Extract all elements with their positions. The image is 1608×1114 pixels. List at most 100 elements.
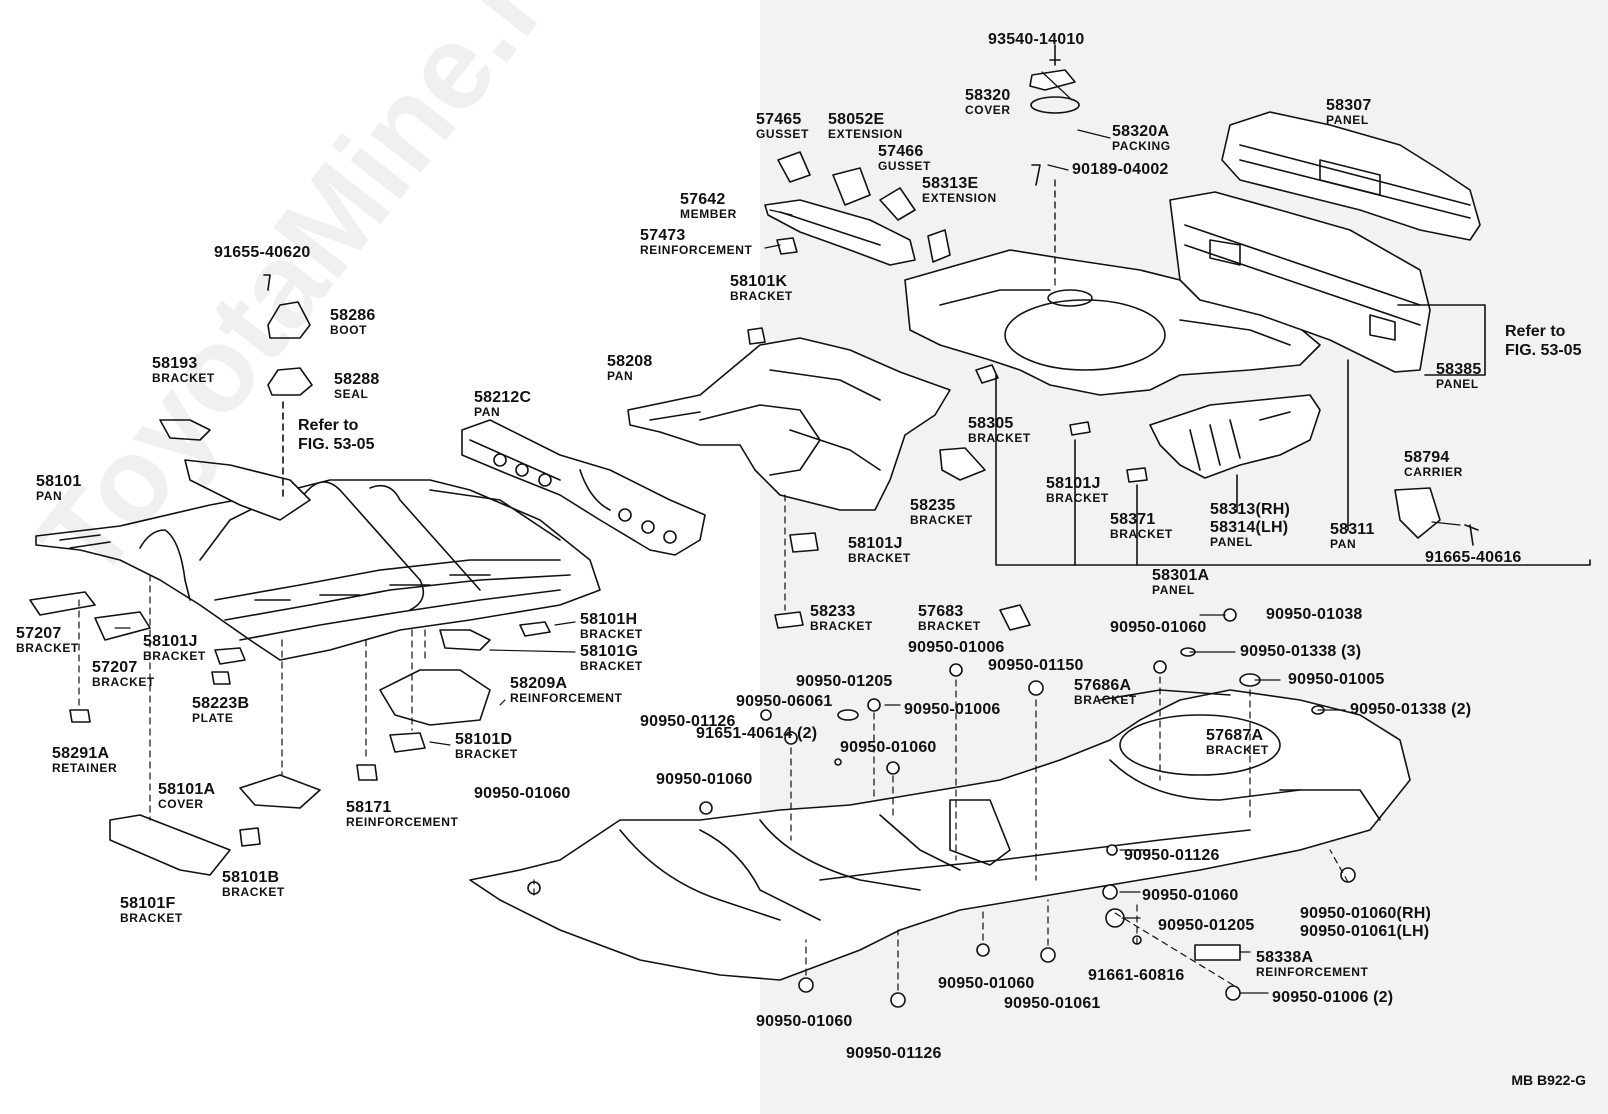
- extension-58052e-part: [832, 167, 871, 206]
- floor-assembly-part: [469, 689, 1411, 981]
- part-number: 91655-40620: [214, 244, 311, 261]
- part-description: GUSSET: [756, 127, 809, 141]
- part-number: 90950-01060: [474, 785, 571, 802]
- part-description: REINFORCEMENT: [510, 691, 623, 705]
- part-number: 90189-04002: [1072, 161, 1169, 178]
- bracket-57207-part: [29, 591, 96, 616]
- pan-58311-part: [904, 249, 1321, 396]
- part-callout: 90950-01126: [1124, 848, 1220, 864]
- part-description: BRACKET: [120, 911, 183, 925]
- part-number: 90950-01126: [640, 713, 736, 730]
- packing-58320a-part: [1030, 96, 1080, 114]
- seal-58288-part: [267, 367, 313, 396]
- part-callout: 90950-01205: [1158, 918, 1255, 934]
- part-description: BRACKET: [848, 551, 911, 565]
- part-description: EXTENSION: [922, 191, 997, 205]
- part-number: 58101: [36, 473, 82, 490]
- part-callout: 91655-40620: [214, 245, 311, 261]
- part-callout: 58313(RH): [1210, 502, 1290, 518]
- part-callout: 90950-01061(LH): [1300, 924, 1429, 940]
- part-number: 90950-01038: [1266, 606, 1363, 623]
- part-callout: 90950-01126: [846, 1046, 942, 1062]
- part-description: BRACKET: [222, 885, 285, 899]
- part-number: 58338A: [1256, 949, 1314, 966]
- part-callout: 90950-01060: [656, 772, 753, 788]
- part-description: BRACKET: [455, 747, 518, 761]
- gusset-57466-part: [879, 187, 916, 221]
- refer-note-left: Refer to FIG. 53-05: [298, 416, 374, 454]
- part-callout: 90950-01061: [1004, 996, 1101, 1012]
- part-number: 90950-01060(RH): [1300, 905, 1432, 922]
- part-number: 90950-01060: [756, 1013, 853, 1030]
- member-57642-part: [764, 199, 916, 266]
- part-number: 58235: [910, 497, 956, 514]
- part-description: PAN: [474, 405, 501, 419]
- part-callout: 91651-40614 (2): [696, 726, 817, 742]
- refer-line-2: FIG. 53-05: [1505, 342, 1582, 359]
- part-number: 58171: [346, 799, 392, 816]
- part-description: PACKING: [1112, 139, 1171, 153]
- diagram-code: MB B922-G: [1511, 1072, 1586, 1088]
- part-callout: 90950-01060: [840, 740, 937, 756]
- part-number: 58101J: [848, 535, 903, 552]
- part-number: 90950-01060: [840, 739, 937, 756]
- cover-58320-part: [1029, 69, 1076, 91]
- part-description: PLATE: [192, 711, 234, 725]
- part-number: 58385: [1436, 361, 1482, 378]
- refer-line-1: Refer to: [298, 417, 359, 434]
- part-number: 58301A: [1152, 567, 1210, 584]
- part-number: 58101J: [143, 633, 198, 650]
- panel-58313-part: [1149, 394, 1321, 479]
- part-number: 57686A: [1074, 677, 1132, 694]
- part-number: 58101A: [158, 781, 216, 798]
- part-number: 91661-60816: [1088, 967, 1185, 984]
- boot-58286-part: [267, 301, 311, 339]
- part-description: BRACKET: [580, 627, 643, 641]
- part-number: 90950-01338 (2): [1350, 701, 1472, 718]
- part-callout: 91661-60816: [1088, 968, 1185, 984]
- part-description: BRACKET: [1074, 693, 1137, 707]
- part-description: BRACKET: [143, 649, 206, 663]
- part-number: 90950-01205: [796, 673, 893, 690]
- carrier-58794-part: [1394, 487, 1441, 539]
- part-callout: 90950-01005: [1288, 672, 1385, 688]
- bracket-58101f-part: [109, 814, 231, 876]
- part-number: 58101B: [222, 869, 280, 886]
- part-number: 90950-01061: [1004, 995, 1101, 1012]
- part-number: 58233: [810, 603, 856, 620]
- part-number: 58320A: [1112, 123, 1170, 140]
- part-number: 58101H: [580, 611, 638, 628]
- part-number: 90950-01338 (3): [1240, 643, 1362, 660]
- part-description: REINFORCEMENT: [346, 815, 459, 829]
- part-description: BRACKET: [730, 289, 793, 303]
- part-description: PAN: [607, 369, 634, 383]
- part-number: 90950-01205: [1158, 917, 1255, 934]
- part-number: 58794: [1404, 449, 1450, 466]
- part-description: BRACKET: [1206, 743, 1269, 757]
- part-description: PANEL: [1326, 113, 1369, 127]
- part-callout: 90950-01060: [756, 1014, 853, 1030]
- refer-note-right: Refer to FIG. 53-05: [1505, 322, 1581, 360]
- part-number: 90950-01006 (2): [1272, 989, 1394, 1006]
